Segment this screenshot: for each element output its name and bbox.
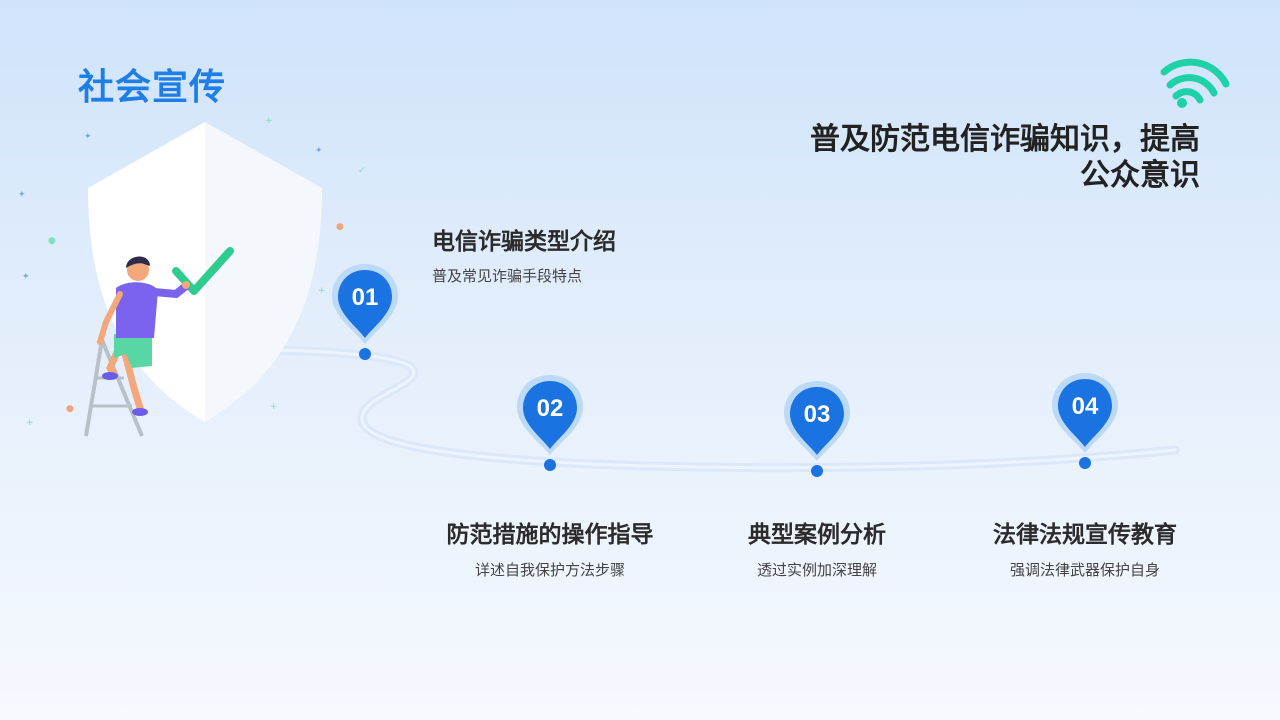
- sparkle-icon: ✦: [22, 272, 30, 282]
- sparkle-icon: +: [26, 418, 34, 428]
- step-marker-03: 03: [782, 379, 852, 479]
- sparkle-icon: +: [270, 402, 278, 412]
- step-title-02: 防范措施的操作指导: [447, 515, 654, 549]
- step-number: 02: [515, 395, 585, 423]
- step-number: 03: [782, 401, 852, 429]
- step-desc-03: 透过实例加深理解: [757, 559, 877, 580]
- sparkle-icon: ✦: [18, 190, 26, 200]
- step-title-03: 典型案例分析: [748, 515, 886, 549]
- step-desc-01: 普及常见诈骗手段特点: [432, 265, 582, 286]
- step-title-01: 电信诈骗类型介绍: [432, 222, 616, 256]
- step-desc-02: 详述自我保护方法步骤: [475, 559, 625, 580]
- step-title-04: 法律法规宣传教育: [993, 515, 1177, 549]
- sparkle-icon: +: [318, 286, 326, 296]
- sparkle-icon: ●: [66, 404, 74, 414]
- sparkle-icon: ✓: [358, 166, 366, 176]
- sparkle-icon: ✦: [315, 146, 323, 156]
- sparkle-icon: ●: [336, 222, 344, 232]
- step-number: 04: [1050, 393, 1120, 421]
- step-marker-04: 04: [1050, 371, 1120, 471]
- sparkle-icon: ●: [48, 236, 56, 246]
- step-marker-02: 02: [515, 373, 585, 473]
- step-marker-01: 01: [330, 262, 400, 362]
- sparkle-icon: +: [265, 116, 273, 126]
- step-number: 01: [330, 284, 400, 312]
- person-on-ladder-illustration: [80, 250, 200, 440]
- sparkle-icon: ✦: [84, 132, 92, 142]
- step-desc-04: 强调法律武器保护自身: [1010, 559, 1160, 580]
